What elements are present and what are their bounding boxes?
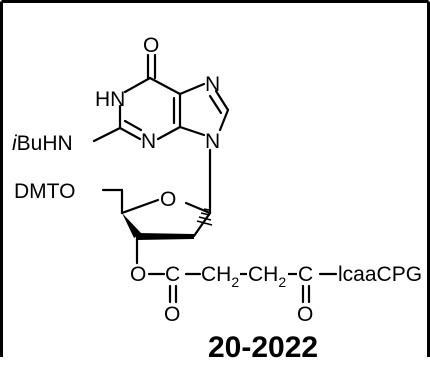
label-support: lcaaCPG — [338, 263, 422, 286]
label-carbonyl-o: O — [143, 34, 159, 57]
wedge-c3p-c2p — [137, 233, 194, 240]
bond-n7-c8 — [214, 89, 230, 112]
bonds — [92, 53, 338, 304]
frame-border — [0, 0, 430, 357]
label-ch2-b: CH2 — [248, 263, 286, 290]
bond-c2-n3 — [118, 126, 142, 141]
bond-o4p-c4p — [120, 198, 160, 215]
hash-c1p — [196, 208, 213, 226]
label-c1-o: O — [164, 303, 180, 326]
bond-c1p-c2p — [192, 211, 212, 238]
label-n1h: HN — [95, 88, 125, 111]
label-n3: N — [141, 130, 156, 153]
bond-c2-n3-2 — [123, 119, 143, 132]
label-c1: C — [165, 263, 180, 286]
label-c2: C — [298, 263, 313, 286]
label-ch2-a: CH2 — [201, 263, 239, 290]
label-dmto: DMTO — [14, 180, 75, 203]
bond-c2-nh — [92, 126, 122, 143]
bond-c1p-o4p — [184, 201, 212, 215]
label-c2-o: O — [297, 303, 313, 326]
bond-c8-n9 — [218, 108, 230, 132]
label-ring-o: O — [160, 188, 176, 211]
bond-c5-n7 — [178, 82, 206, 96]
bond-n7-c8-2 — [208, 94, 223, 115]
bond-c6-n1 — [123, 76, 152, 94]
label-amide-n: iBuHN — [12, 132, 73, 155]
atom-labels: O N HN N N iBuHN O DMTO O C O CH2 CH2 C … — [12, 34, 422, 326]
label-ester-o: O — [130, 263, 146, 286]
wedge-c4p-c3p — [122, 213, 141, 238]
bond-n9-c4 — [178, 125, 206, 137]
label-n7: N — [205, 73, 220, 96]
bond-c6-c5 — [148, 76, 182, 96]
product-code: 20-2022 — [208, 331, 318, 364]
label-n9: N — [205, 130, 220, 153]
bond-n3-c4 — [156, 125, 182, 141]
